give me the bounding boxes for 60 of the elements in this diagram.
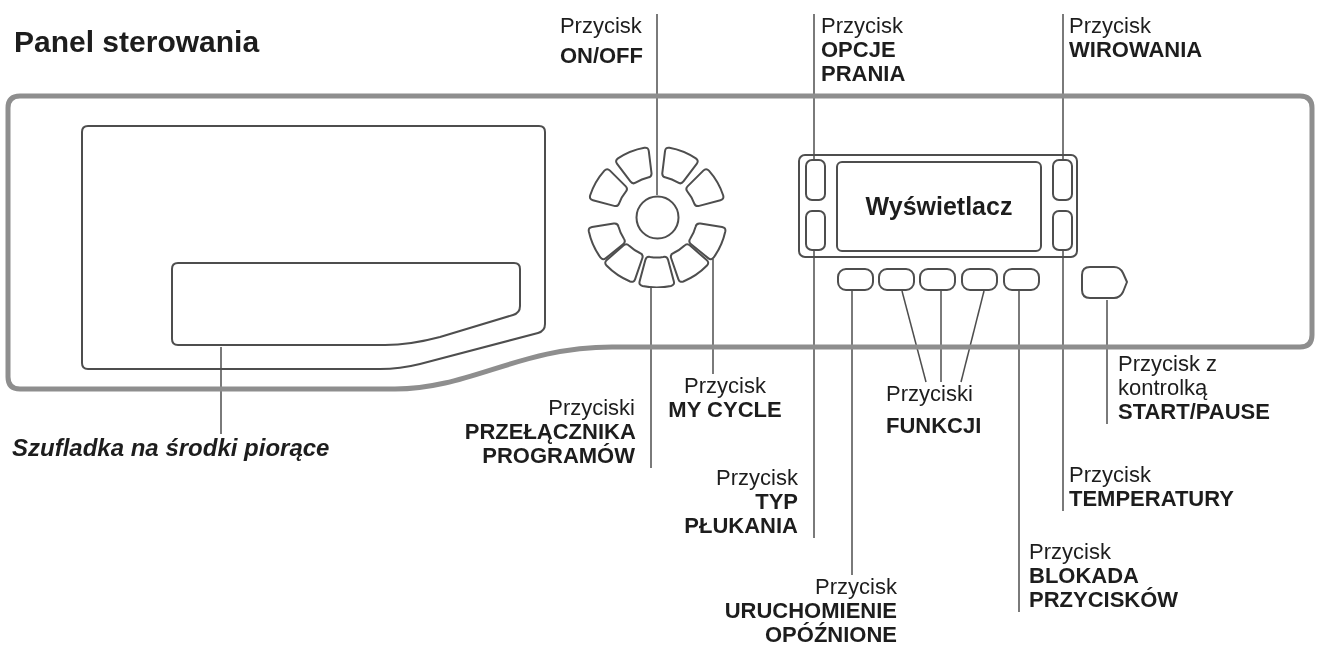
callout-title: URUCHOMIENIE OPÓŹNIONE	[724, 599, 897, 647]
ring-button	[638, 254, 676, 289]
display-label: Wyświetlacz	[865, 192, 1013, 221]
display-frame	[798, 154, 1078, 258]
callout-caption: Przyciski	[886, 382, 973, 406]
row-button	[1003, 268, 1040, 291]
leader-line	[220, 346, 222, 435]
side-button	[805, 159, 826, 201]
callout-title: WIROWANIA	[1069, 38, 1203, 62]
side-button	[1052, 210, 1073, 251]
callout-caption: Przycisk z kontrolką	[1118, 352, 1218, 400]
callout-caption: Przycisk	[1069, 14, 1151, 38]
leader-line	[1018, 290, 1020, 613]
callout-caption: Przyciski	[548, 396, 635, 420]
callout-title: MY CYCLE	[668, 398, 782, 422]
row-button	[961, 268, 998, 291]
callout-title: PRZEŁĄCZNIKA PROGRAMÓW	[464, 420, 635, 468]
callout-title: ON/OFF	[559, 44, 643, 68]
callout-caption: Przycisk	[1029, 540, 1111, 564]
panel-heading: Panel sterowania	[14, 25, 260, 59]
row-button	[878, 268, 915, 291]
callout-caption: Przycisk	[716, 466, 798, 490]
row-button	[919, 268, 956, 291]
ring-button	[687, 222, 728, 262]
ring-button	[669, 242, 711, 285]
leader-line	[1106, 299, 1108, 425]
side-button	[805, 210, 826, 251]
leader-line	[813, 13, 815, 160]
callout-title: OPCJE PRANIA	[821, 38, 906, 86]
display-screen	[836, 161, 1042, 252]
leader-line	[813, 250, 815, 539]
callout-caption: Przycisk	[559, 14, 642, 38]
ring-button	[614, 146, 653, 187]
callout-title: FUNKCJI	[886, 414, 982, 438]
callout-title: START/PAUSE	[1118, 400, 1270, 424]
side-button	[1052, 159, 1073, 201]
leader-line	[712, 258, 714, 375]
callout-caption: Przycisk	[1069, 463, 1151, 487]
leader-line	[1062, 250, 1064, 512]
leader-line	[901, 290, 927, 383]
leader-line	[940, 290, 942, 383]
leader-line	[650, 285, 652, 469]
ring-button	[603, 242, 645, 285]
callout-caption: Przycisk	[684, 374, 766, 398]
leader-line	[656, 13, 658, 196]
ring-button	[586, 222, 627, 262]
leader-line	[960, 290, 985, 383]
callout-title: BLOKADA PRZYCISKÓW	[1029, 564, 1179, 612]
callout-title: TYP PŁUKANIA	[684, 490, 798, 538]
leader-line	[1062, 13, 1064, 160]
ring-button	[684, 166, 726, 208]
callout-label: Szufladka na środki piorące	[12, 434, 330, 462]
round-button	[634, 194, 680, 240]
callout-title: TEMPERATURY	[1069, 487, 1234, 511]
ring-button	[588, 166, 630, 208]
row-button	[837, 268, 874, 291]
ring-button	[661, 146, 700, 187]
callout-caption: Przycisk	[815, 575, 897, 599]
leader-line	[851, 290, 853, 576]
callout-caption: Przycisk	[821, 14, 903, 38]
